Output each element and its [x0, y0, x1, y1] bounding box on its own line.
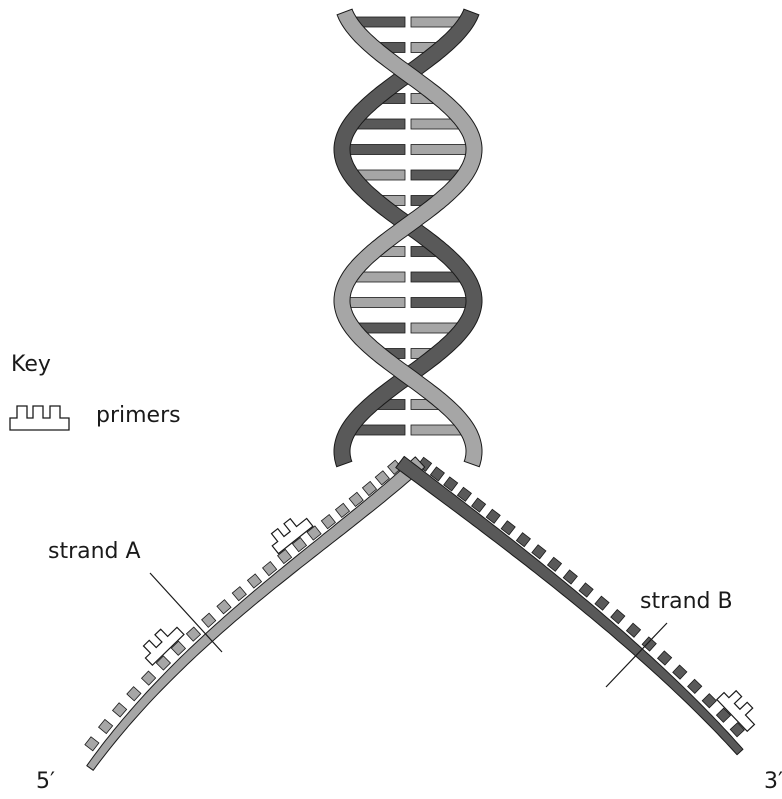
nucleotide-base [374, 470, 390, 486]
strand-b-leader-line [605, 622, 668, 688]
nucleotide-base [500, 520, 516, 536]
base-pair-rung [344, 144, 406, 155]
nucleotide-base [546, 556, 563, 572]
nucleotide-base [610, 608, 626, 625]
strand-a-label: strand A [48, 539, 141, 564]
nucleotide-base [641, 636, 657, 652]
nucleotide-base [216, 599, 232, 615]
key-title: Key [11, 352, 51, 377]
nucleotide-base [155, 655, 172, 671]
primer-key-icon [9, 405, 70, 431]
nucleotide-base [578, 582, 594, 598]
nucleotide-base [625, 622, 642, 638]
primers-group [142, 517, 756, 733]
nucleotide-base [84, 736, 100, 752]
nucleotide-base [246, 573, 263, 589]
nucleotide-base [687, 678, 703, 695]
base-pair-rung [344, 297, 406, 308]
nucleotide-base [291, 537, 308, 553]
primer [270, 517, 314, 555]
nucleotide-base [471, 497, 487, 513]
nucleotide-base [320, 514, 336, 530]
nucleotide-base [429, 466, 445, 482]
nucleotide-base [443, 476, 459, 492]
nucleotide-base [531, 544, 547, 560]
label-leader-lines [149, 572, 668, 688]
helix-strand-a [333, 8, 483, 468]
strand-b [395, 455, 744, 756]
nucleotide-base [361, 480, 378, 497]
nucleotide-base [656, 650, 673, 666]
nucleotide-base [729, 722, 745, 738]
base-pair-rung [410, 297, 472, 308]
nucleotide-base [201, 612, 217, 628]
replication-fork-strands [86, 455, 744, 771]
key-primers-label: primers [96, 403, 181, 428]
double-helix [333, 8, 483, 468]
primer [715, 689, 756, 733]
nucleotide-base [456, 486, 472, 502]
strand-a-leader-line [149, 572, 223, 653]
strand-b-label: strand B [640, 589, 733, 614]
nucleotide-base [111, 702, 128, 718]
strand-b-bases [417, 456, 745, 738]
helix-strand-b [333, 8, 483, 468]
nucleotide-base [334, 502, 351, 518]
nucleotide-base [262, 561, 278, 577]
nucleotide-base [348, 491, 364, 507]
nucleotide-base [231, 586, 247, 602]
strand-a [86, 456, 426, 771]
nucleotide-base [594, 595, 610, 611]
strand-a-bases [84, 459, 403, 752]
primer [142, 626, 185, 667]
nucleotide-base [140, 670, 157, 686]
base-pair-rung [410, 144, 472, 155]
five-prime-label: 5′ [36, 769, 55, 794]
nucleotide-base [126, 686, 142, 702]
nucleotide-base [98, 718, 114, 735]
nucleotide-base [185, 626, 202, 642]
nucleotide-base [170, 640, 187, 656]
nucleotide-base [277, 548, 293, 565]
nucleotide-base [485, 508, 501, 524]
three-prime-label: 3′ [764, 769, 782, 794]
nucleotide-base [672, 664, 688, 680]
nucleotide-base [701, 693, 717, 709]
nucleotide-base [515, 532, 531, 548]
nucleotide-base [562, 569, 578, 585]
nucleotide-base [306, 525, 322, 541]
nucleotide-base [715, 707, 732, 723]
